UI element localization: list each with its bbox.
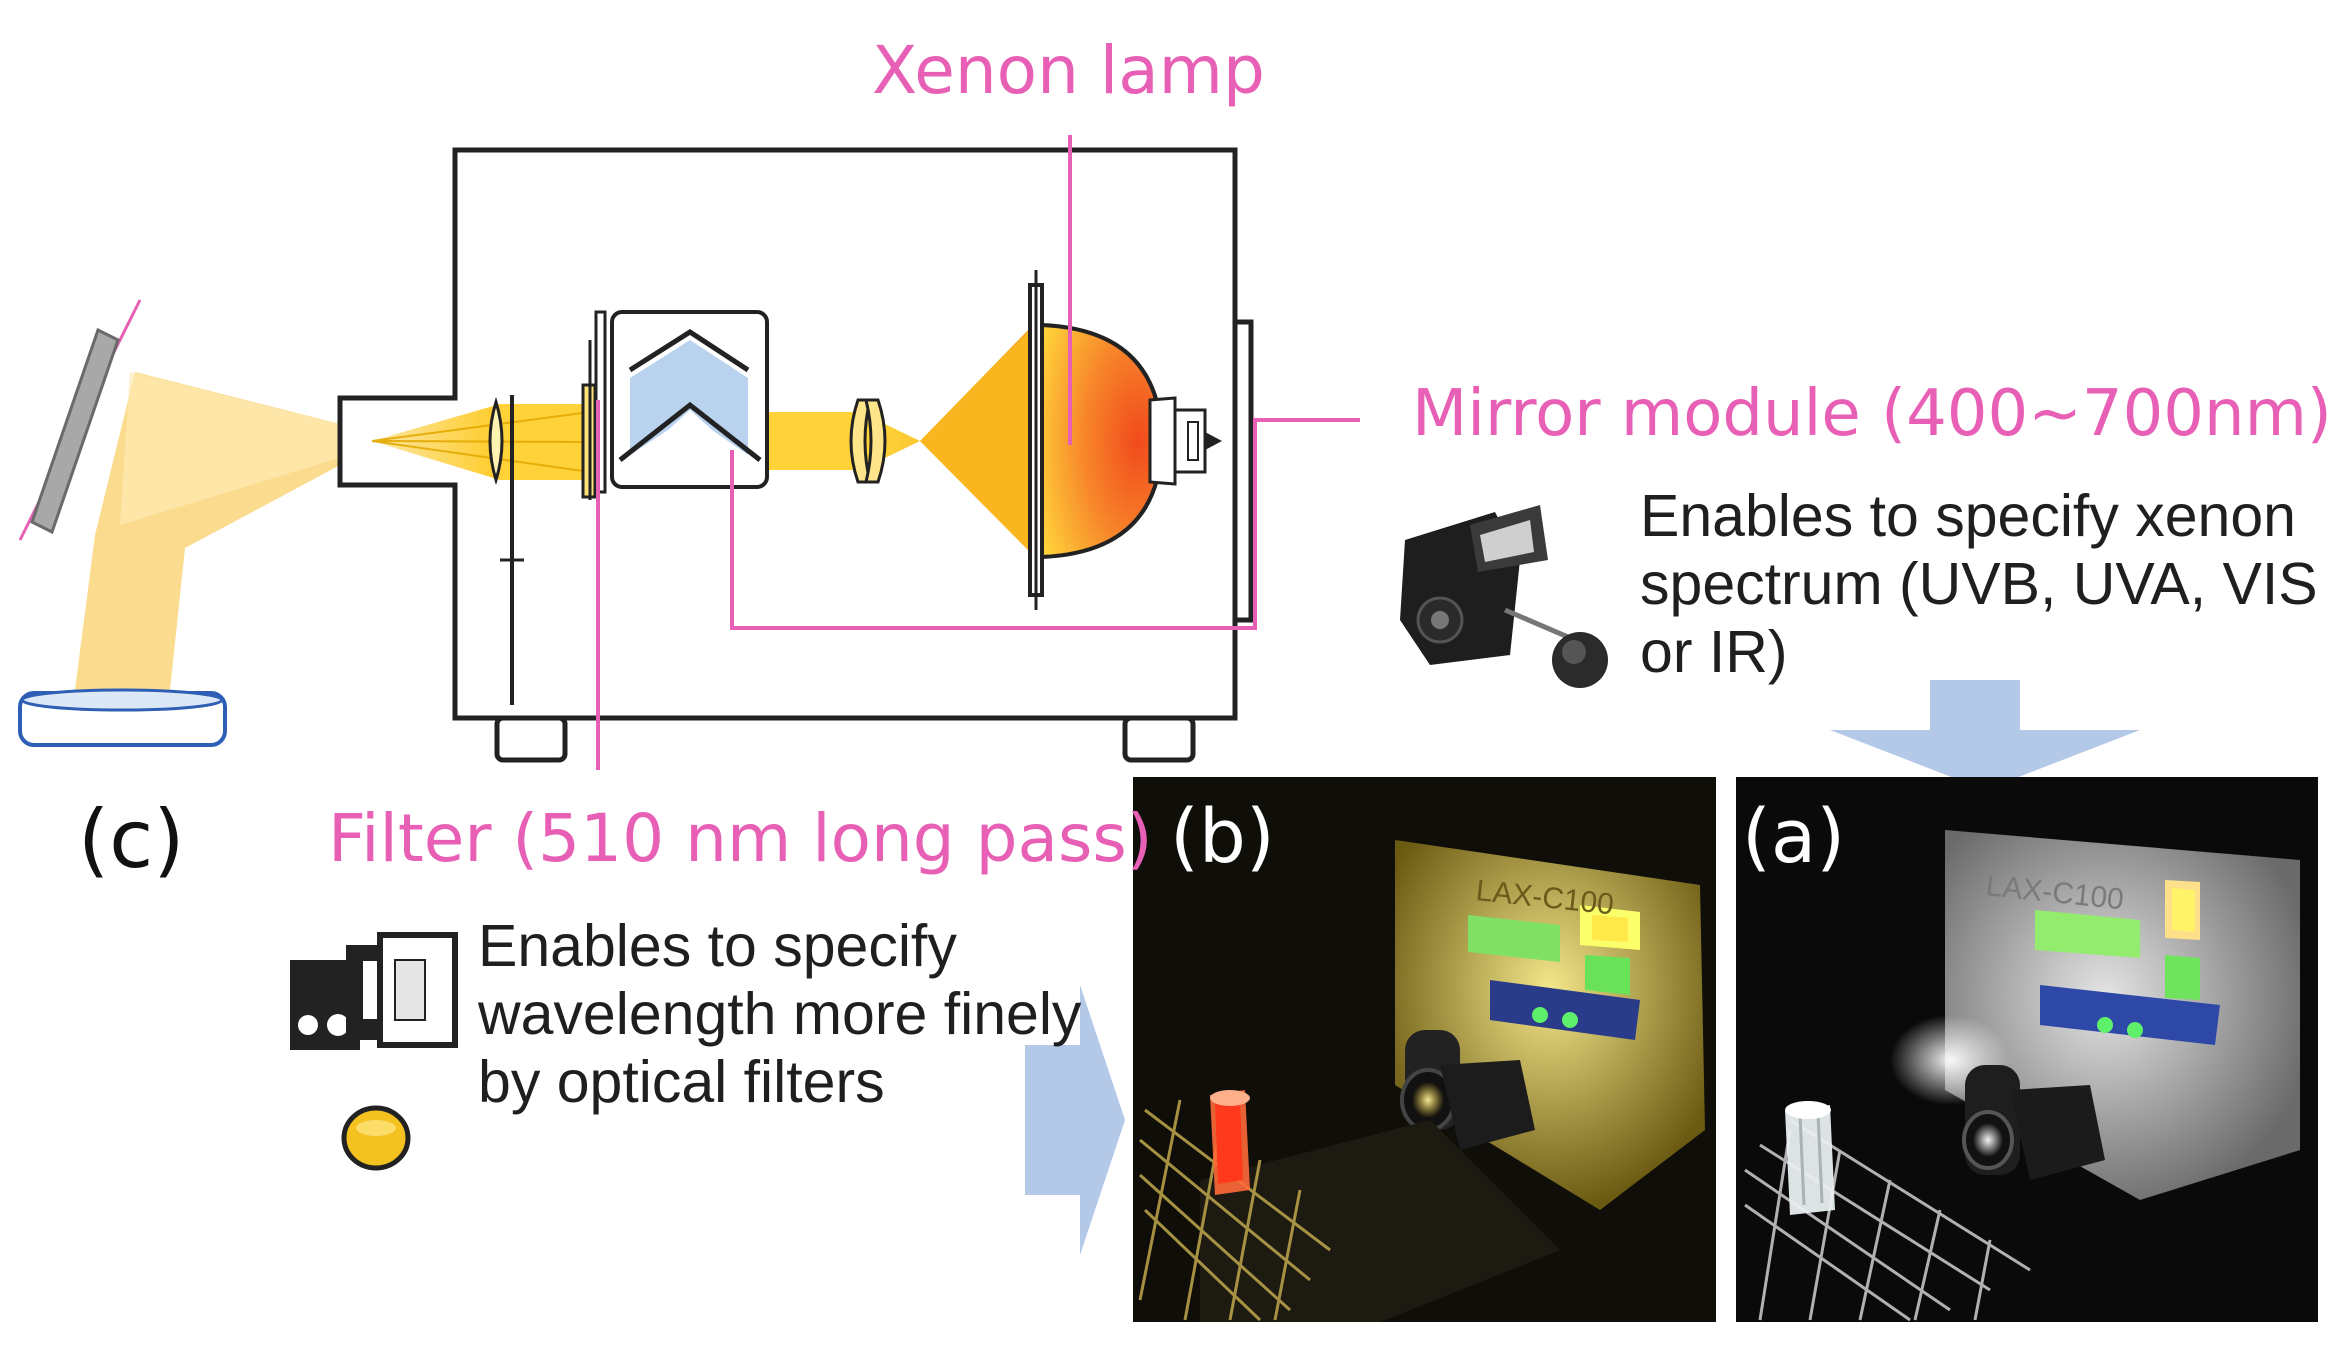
internal-beam-mirror bbox=[765, 412, 860, 470]
panel-b-label: (b) bbox=[1170, 794, 1275, 880]
xenon-lamp-label: Xenon lamp bbox=[872, 32, 1265, 109]
panel-a-label: (a) bbox=[1742, 794, 1846, 880]
arrow-down-to-panel-a bbox=[1830, 680, 2140, 790]
mirror-module-photo-icon bbox=[1400, 505, 1608, 688]
mirror-module-label: Mirror module (400~700nm) bbox=[1412, 377, 2332, 451]
filter-label: Filter (510 nm long pass) bbox=[328, 800, 1153, 877]
panel-c-label: (c) bbox=[78, 793, 185, 886]
mirror-module-box bbox=[610, 310, 769, 489]
photo-panel-b bbox=[1133, 777, 1716, 1322]
output-lens bbox=[488, 395, 524, 705]
filter-holder bbox=[581, 310, 607, 500]
mirror-module-callout-line bbox=[730, 418, 1360, 630]
petri-dish bbox=[18, 688, 227, 747]
arrow-right-to-panel-b bbox=[1025, 985, 1125, 1255]
filter-description: Enables to specify wavelength more finel… bbox=[478, 913, 1082, 1115]
optical-filter-slides-icon bbox=[290, 932, 458, 1050]
sample-slide bbox=[18, 299, 142, 541]
yellow-filter-disc-icon bbox=[341, 1105, 411, 1171]
mirror-module-description: Enables to specify xenon spectrum (UVB, … bbox=[1640, 483, 2318, 685]
output-beam-core bbox=[120, 372, 372, 525]
relay-lens bbox=[849, 398, 887, 484]
callout-lines bbox=[596, 135, 1360, 770]
light-source-schematic bbox=[18, 147, 1254, 763]
lamp-cone-fill bbox=[920, 330, 1030, 552]
photo-panel-a bbox=[1736, 777, 2318, 1322]
